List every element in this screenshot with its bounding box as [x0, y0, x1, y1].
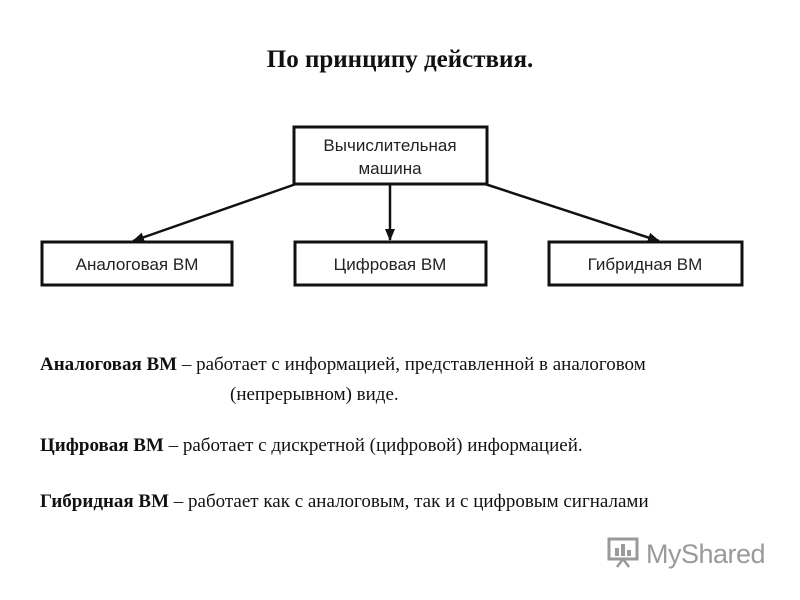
description-hybrid: Гибридная ВМ – работает как с аналоговым… [40, 487, 780, 517]
root-label-line-1: Вычислительная [323, 136, 456, 155]
child-label-hybrid: Гибридная ВМ [588, 255, 703, 274]
definition-analog-continued: (непрерывном) виде. [230, 384, 399, 405]
root-label-line-2: машина [358, 159, 422, 178]
arrow-to-hybrid [484, 182, 660, 243]
child-label-analog: Аналоговая ВМ [76, 255, 199, 274]
root-node: Вычислительная машина [292, 125, 489, 186]
child-node-digital: Цифровая ВМ [293, 240, 488, 287]
term-hybrid: Гибридная ВМ [40, 491, 170, 512]
child-node-hybrid: Гибридная ВМ [547, 240, 744, 287]
definition-digital: – работает с дискретной (цифровой) инфор… [163, 435, 583, 456]
arrow-to-analog [132, 182, 297, 243]
term-digital: Цифровая ВМ [40, 435, 164, 456]
definition-hybrid: – работает как с аналоговым, так и с циф… [169, 491, 649, 512]
watermark: MyShared [606, 535, 766, 574]
child-label-digital: Цифровая ВМ [334, 255, 447, 274]
description-digital: Цифровая ВМ – работает с дискретной (циф… [40, 431, 780, 461]
term-analog: Аналоговая ВМ [40, 354, 178, 375]
page-title: По принципу действия. [266, 46, 534, 73]
definition-analog: – работает с информацией, представленной… [177, 354, 646, 375]
child-node-analog: Аналоговая ВМ [40, 240, 234, 287]
watermark-text: MyShared [646, 538, 766, 569]
description-analog: Аналоговая ВМ – работает с информацией, … [40, 350, 780, 410]
classification-diagram: Вычислительная машина Аналоговая ВМ Цифр… [40, 125, 744, 287]
chart-presentation-icon [606, 535, 640, 574]
